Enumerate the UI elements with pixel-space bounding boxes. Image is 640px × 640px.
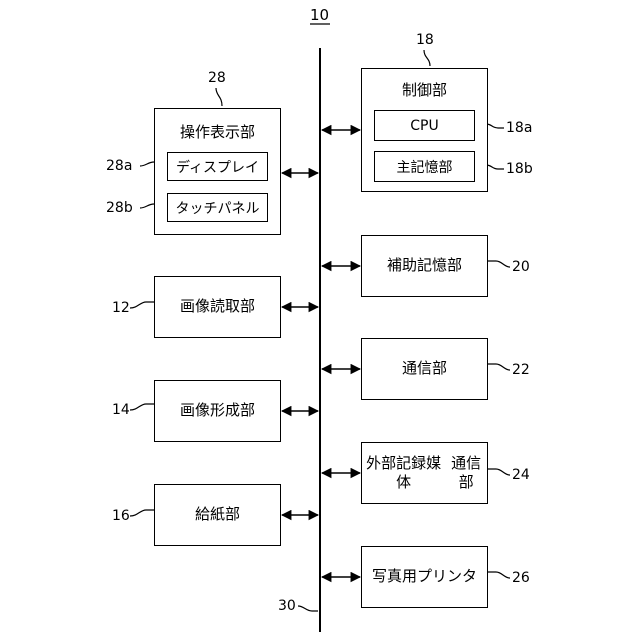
- leader-16: [130, 510, 154, 516]
- aux-storage-ref: 20: [512, 259, 530, 275]
- external-media-label-line2: 通信部: [445, 454, 487, 493]
- display-box: ディスプレイ: [167, 152, 268, 181]
- leader-24: [488, 469, 510, 475]
- cpu-box: CPU: [374, 110, 475, 141]
- cpu-ref: 18a: [506, 120, 532, 136]
- communication-block: 通信部: [361, 338, 488, 400]
- operation-display-label: 操作表示部: [155, 121, 280, 142]
- communication-ref: 22: [512, 362, 530, 378]
- main-memory-box: 主記憶部: [374, 151, 475, 182]
- photo-printer-ref: 26: [512, 570, 530, 586]
- leader-28: [216, 88, 222, 106]
- image-reading-ref: 12: [112, 300, 130, 316]
- bus-ref: 30: [278, 598, 296, 614]
- control-ref: 18: [416, 32, 434, 48]
- photo-printer-block: 写真用プリンタ: [361, 546, 488, 608]
- system-ref: 10: [310, 7, 329, 23]
- external-media-block: 外部記録媒体 通信部: [361, 442, 488, 504]
- display-ref: 28a: [106, 158, 132, 174]
- external-media-label-line1: 外部記録媒体: [362, 454, 445, 493]
- image-forming-ref: 14: [112, 402, 130, 418]
- paper-feed-ref: 16: [112, 508, 130, 524]
- external-media-ref: 24: [512, 467, 530, 483]
- leader-18: [424, 50, 430, 66]
- leader-14: [130, 404, 154, 410]
- leader-12: [130, 302, 154, 308]
- touch-panel-box: タッチパネル: [167, 193, 268, 222]
- image-forming-block: 画像形成部: [154, 380, 281, 442]
- control-label: 制御部: [362, 79, 487, 100]
- leader-26: [488, 572, 510, 578]
- control-block: 制御部 CPU 主記憶部: [361, 68, 488, 192]
- operation-display-block: 操作表示部 ディスプレイ タッチパネル: [154, 108, 281, 235]
- leader-30: [298, 606, 318, 611]
- main-memory-ref: 18b: [506, 161, 533, 177]
- leader-22: [488, 364, 510, 370]
- operation-display-ref: 28: [208, 70, 226, 86]
- image-reading-block: 画像読取部: [154, 276, 281, 338]
- aux-storage-block: 補助記憶部: [361, 235, 488, 297]
- paper-feed-block: 給紙部: [154, 484, 281, 546]
- leader-20: [488, 261, 510, 267]
- touch-panel-ref: 28b: [106, 200, 133, 216]
